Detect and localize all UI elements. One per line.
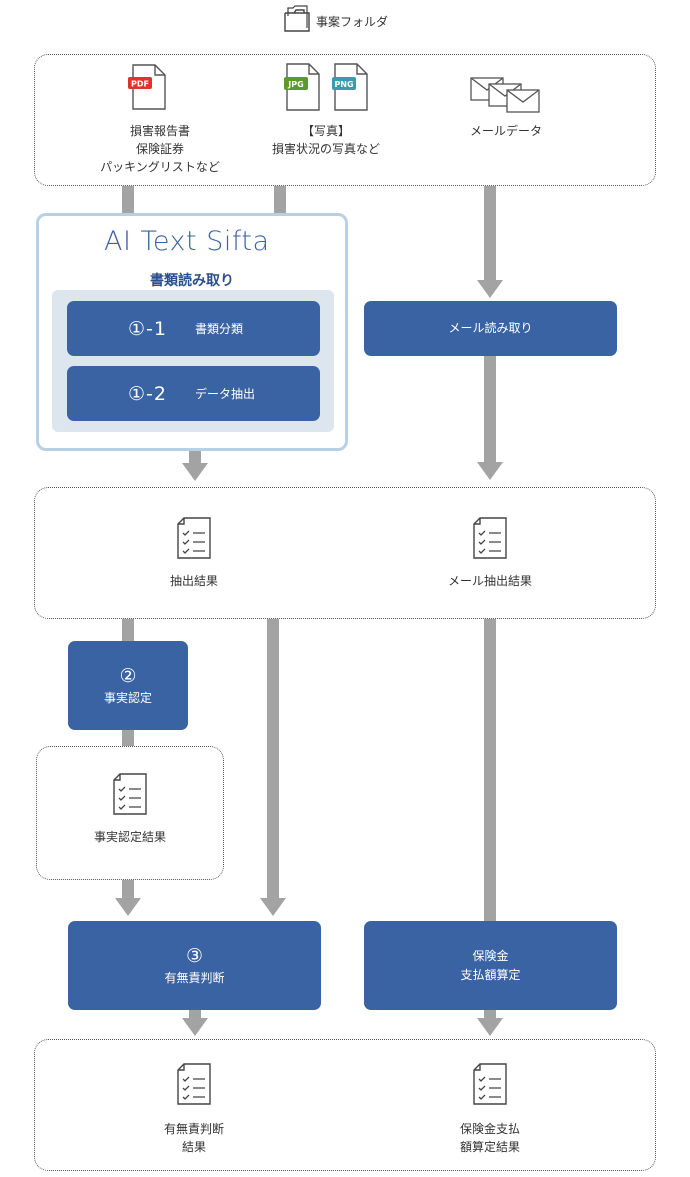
arrow-factresult-to-liability-head: [115, 898, 141, 916]
document-reading-title: 書類読み取り: [150, 273, 234, 289]
photos-line-2: 損害状況の写真など: [271, 142, 380, 156]
arrow-payout-to-final: [484, 1010, 496, 1020]
fact-result-document-icon: [112, 772, 148, 820]
case-folder: 事案フォルダ: [282, 4, 389, 38]
payout-result-line-1: 保険金支払: [459, 1122, 520, 1136]
photos-line-1: 【写真】: [301, 124, 350, 138]
source-files-group: [34, 54, 656, 186]
arrow-factresult-to-liability: [122, 880, 134, 900]
payout-line-2: 支払額算定: [460, 967, 521, 982]
arrow-mail-to-read: [484, 186, 496, 282]
jpg-badge: JPG: [287, 80, 303, 89]
liability-result-label: 有無責判断 結果: [94, 1120, 294, 1156]
mail-envelopes-icon: [469, 76, 543, 120]
mail-extract-result-label: メール抽出結果: [447, 574, 532, 588]
fact-result-group: [36, 746, 224, 880]
folder-icon: [282, 4, 314, 38]
extract-result-label: 抽出結果: [169, 574, 218, 588]
payout-line-1: 保険金: [472, 948, 509, 963]
arrow-mailresults-to-payout: [484, 619, 496, 921]
step-1-2-label: データ抽出: [195, 387, 256, 401]
liability-result-line-1: 有無責判断: [163, 1122, 224, 1136]
documents-line-3: パッキングリストなど: [100, 160, 220, 174]
payout-result-document-icon: [472, 1062, 508, 1110]
step-1-1-box: ①-1 書類分類: [67, 301, 320, 356]
fact-recognition-box: ② 事実認定: [68, 641, 188, 730]
pdf-file-icon: PDF: [127, 63, 167, 115]
documents-line-2: 保険証券: [135, 142, 184, 156]
step-1-1-number: ①-1: [128, 317, 167, 340]
liability-judgment-number: ③: [185, 945, 204, 967]
documents-line-1: 損害報告書: [129, 124, 190, 138]
arrow-results-to-liability-head: [260, 898, 286, 916]
arrow-photos-to-ai: [274, 186, 286, 214]
step-1-1-label: 書類分類: [195, 322, 244, 336]
extraction-results-group: [34, 487, 656, 619]
documents-label: 損害報告書 保険証券 パッキングリストなど: [60, 122, 260, 176]
liability-judgment-box: ③ 有無責判断: [68, 921, 321, 1010]
liability-result-line-2: 結果: [181, 1140, 206, 1154]
arrow-liability-to-final-head: [182, 1018, 208, 1036]
png-file-icon: PNG: [329, 62, 369, 116]
mail-extract-result-document-icon: [472, 516, 508, 564]
arrow-results-to-liability: [267, 619, 279, 899]
arrow-docs-to-ai: [122, 186, 134, 214]
step-1-2-number: ①-2: [128, 382, 167, 405]
pdf-badge: PDF: [131, 80, 149, 89]
final-results-group: [34, 1039, 656, 1171]
arrow-mailread-to-results: [484, 356, 496, 464]
mail-data-label: メールデータ: [469, 124, 542, 138]
jpg-file-icon: JPG: [281, 62, 321, 116]
fact-result-label: 事実認定結果: [93, 830, 166, 844]
arrow-payout-to-final-head: [477, 1018, 503, 1036]
arrow-ai-to-results-head: [182, 463, 208, 481]
arrow-results-to-fact: [122, 619, 134, 641]
arrow-liability-to-final: [189, 1010, 201, 1020]
arrow-ai-to-results: [189, 451, 201, 465]
liability-judgment-label: 有無責判断: [164, 971, 225, 985]
arrow-mailread-to-results-head: [477, 462, 503, 480]
arrow-mail-to-read-head: [477, 280, 503, 298]
extract-result-document-icon: [176, 516, 212, 564]
liability-result-document-icon: [176, 1062, 212, 1110]
fact-recognition-label: 事実認定: [103, 691, 152, 705]
png-badge: PNG: [334, 80, 353, 89]
mail-read-box: メール読み取り: [364, 301, 617, 356]
ai-text-sifta-logo: AI Text Sifta: [104, 226, 270, 257]
payout-result-label: 保険金支払 額算定結果: [390, 1120, 590, 1156]
arrow-fact-to-result: [122, 730, 134, 746]
folder-label: 事案フォルダ: [316, 14, 389, 29]
photos-label: 【写真】 損害状況の写真など: [226, 122, 426, 158]
payout-calculation-box: 保険金 支払額算定: [364, 921, 617, 1010]
mail-read-label: メール読み取り: [448, 321, 533, 335]
payout-result-line-2: 額算定結果: [459, 1140, 520, 1154]
step-1-2-box: ①-2 データ抽出: [67, 366, 320, 421]
fact-recognition-number: ②: [119, 665, 137, 687]
